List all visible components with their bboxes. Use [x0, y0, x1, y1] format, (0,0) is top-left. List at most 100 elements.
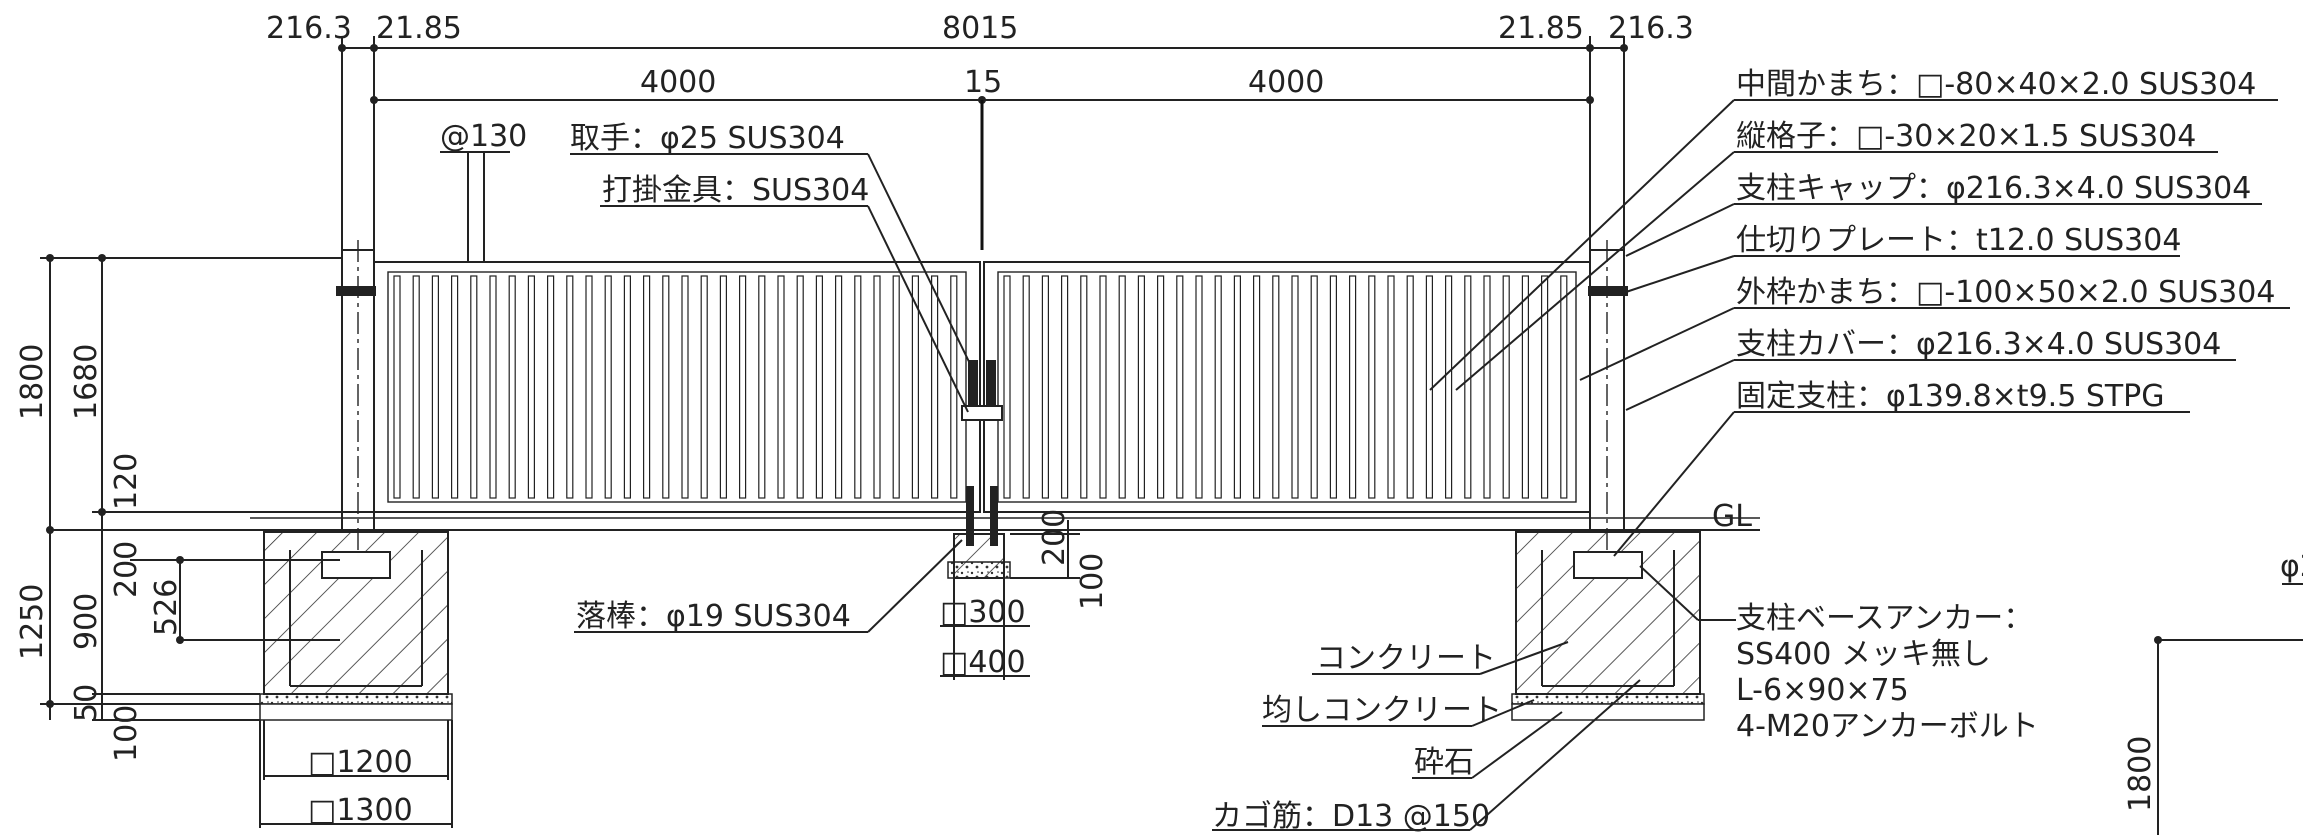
lattice-bar — [815, 275, 824, 499]
lattice-bar — [1406, 275, 1414, 499]
label-latch: 打掛金具：SUS304 — [602, 173, 869, 208]
lattice-bar — [489, 275, 497, 499]
lattice-bar — [662, 275, 670, 499]
dim-height-1680: 1680 — [69, 344, 104, 420]
dim-leaf-right: 4000 — [1248, 65, 1324, 100]
label-concrete: コンクリート — [1316, 641, 1496, 676]
ground-line — [50, 517, 1760, 531]
lattice-bar — [508, 275, 516, 499]
right-callout-leaders — [1429, 99, 2290, 557]
dim-pad-1300: □1300 — [308, 793, 413, 828]
left-dimensions — [40, 254, 374, 721]
label-outer-frame: 外枠かまち：□-100×50×2.0 SUS304 — [1736, 275, 2275, 310]
lattice-bar — [719, 275, 728, 499]
dim-pitch: @130 — [440, 119, 527, 154]
lattice-bar — [1368, 275, 1376, 499]
dim-leaf-left: 4000 — [640, 65, 716, 100]
lattice-bar — [854, 275, 862, 499]
label-anchor-title: 支柱ベースアンカー： — [1736, 601, 2033, 636]
lattice-bar — [1425, 275, 1434, 499]
dim-center-200: 200 — [1037, 509, 1072, 566]
dim-offset-left: 21.85 — [376, 11, 462, 46]
label-handle: 取手：φ25 SUS304 — [570, 121, 845, 156]
lattice-bar — [681, 275, 689, 499]
label-rebar-cage: カゴ筋：D13 @150 — [1212, 799, 1490, 834]
lattice-bar — [1540, 275, 1549, 499]
lattice-bar — [431, 275, 439, 499]
label-leveling-concrete: 均しコンクリート — [1262, 693, 1502, 728]
label-partial-phi: φ2 — [2280, 549, 2303, 584]
dim-depth-100: 100 — [109, 705, 144, 762]
foundation-right — [1511, 531, 1705, 721]
label-post-cover: 支柱カバー：φ216.3×4.0 SUS304 — [1736, 327, 2221, 362]
lattice-bar — [1137, 275, 1146, 499]
lattice-bar — [393, 275, 401, 499]
lattice-bar — [892, 275, 900, 499]
dim-gap: 15 — [964, 65, 1002, 100]
gate-leaf-right — [983, 261, 1591, 513]
lattice-bar — [873, 275, 881, 499]
lattice-bar — [1176, 275, 1184, 499]
lattice-bar — [1310, 275, 1318, 499]
lattice-bar — [758, 275, 766, 499]
ground-label: GL — [1712, 499, 1752, 534]
lattice-bar — [1483, 275, 1491, 499]
lattice-bar — [642, 275, 651, 499]
lattice-bar — [470, 275, 478, 499]
lattice-bar — [527, 275, 536, 499]
foundation-center — [947, 533, 1011, 579]
label-vertical-bar: 縦格子：□-30×20×1.5 SUS304 — [1736, 119, 2196, 154]
label-drop-bar: 落棒：φ19 SUS304 — [576, 599, 851, 634]
dim-center-400: □400 — [940, 645, 1026, 680]
lattice-bar — [700, 275, 708, 499]
lattice-bar — [566, 275, 574, 499]
lattice-bar — [1502, 275, 1510, 499]
dim-post-dia-right: 216.3 — [1608, 11, 1694, 46]
bottom-dimensions — [259, 520, 1080, 828]
lattice-bar — [1156, 275, 1165, 499]
dim-post-dia-left: 216.3 — [266, 11, 352, 46]
lattice-bar — [1099, 275, 1107, 499]
label-anchor-material: SS400 メッキ無し — [1736, 637, 1991, 672]
top-dimensions — [338, 36, 1628, 262]
lattice-bar — [1195, 275, 1203, 499]
lattice-bar — [1252, 275, 1261, 499]
lattice-bar — [585, 275, 593, 499]
lattice-bar — [1118, 275, 1126, 499]
dim-center-100: 100 — [1075, 553, 1110, 610]
label-anchor-bolts: 4-M20アンカーボルト — [1736, 709, 2039, 744]
lattice-bar — [1387, 275, 1395, 499]
lattice-bar — [1003, 275, 1011, 499]
lattice-bar — [1464, 275, 1472, 499]
dim-depth-200: 200 — [109, 541, 144, 598]
lattice-bar — [1080, 275, 1088, 499]
dim-center-300: □300 — [940, 595, 1026, 630]
lattice-bar — [911, 275, 920, 499]
dim-depth-526: 526 — [149, 579, 184, 636]
post-right — [1588, 240, 1628, 560]
label-gravel: 砕石 — [1414, 745, 1474, 780]
lattice-bar — [1444, 275, 1453, 499]
lattice-bar — [1560, 275, 1568, 499]
lattice-bar — [1291, 275, 1299, 499]
lattice-bar — [930, 275, 939, 499]
lattice-bar — [1214, 275, 1222, 499]
lattice-bar — [1521, 275, 1530, 499]
label-partition-plate: 仕切りプレート：t12.0 SUS304 — [1736, 223, 2181, 258]
lattice-bar — [451, 275, 459, 499]
lattice-bar — [604, 275, 612, 499]
partial-side-drawing — [2154, 583, 2303, 835]
dim-height-1800: 1800 — [15, 344, 50, 420]
lattice-bar — [796, 275, 804, 499]
lattice-bar — [777, 275, 785, 499]
label-fixed-post: 固定支柱：φ139.8×t9.5 STPG — [1736, 379, 2165, 414]
label-middle-rail: 中間かまち：□-80×40×2.0 SUS304 — [1736, 67, 2256, 102]
lattice-bar — [834, 275, 843, 499]
lattice-bar — [1329, 275, 1338, 499]
left-callout-leaders — [570, 153, 975, 633]
dim-depth-50: 50 — [69, 684, 104, 722]
label-anchor-angle: L-6×90×75 — [1736, 673, 1909, 708]
lattice-bar — [1272, 275, 1280, 499]
dim-depth-900: 900 — [69, 593, 104, 650]
